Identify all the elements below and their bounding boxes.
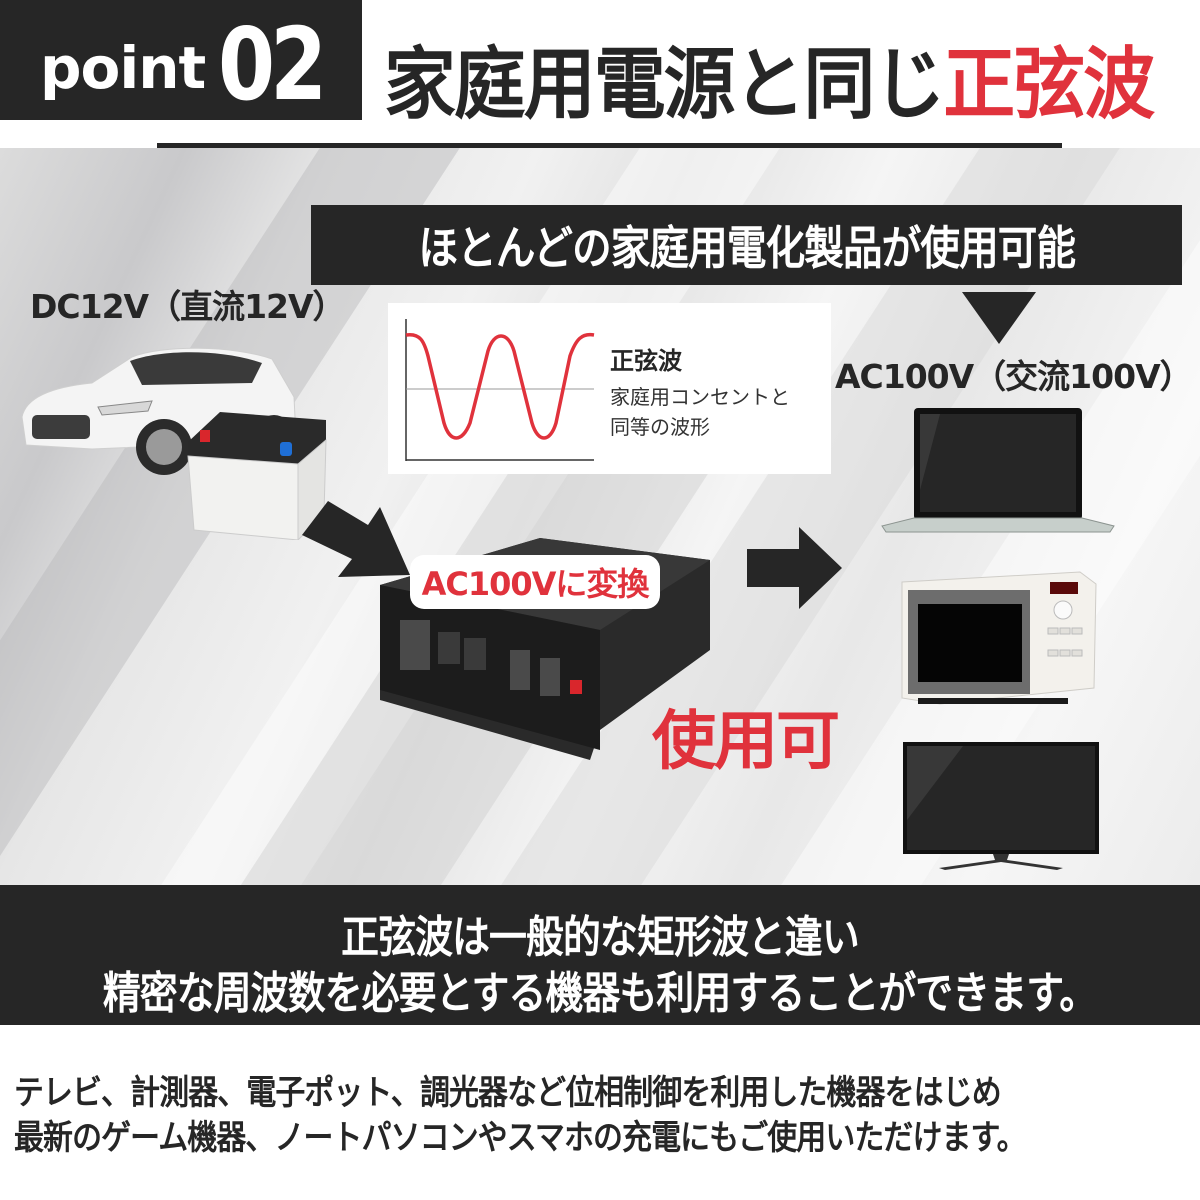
microwave-icon [901, 571, 1097, 705]
usable-label: 使用可 [652, 705, 840, 779]
dc-input-label: DC12V（直流12V） [30, 287, 346, 326]
down-arrow-icon [962, 292, 1036, 344]
compatibility-banner: ほとんどの家庭用電化製品が使用可能 [311, 205, 1182, 285]
tv-icon [903, 742, 1099, 870]
explanation-band: 正弦波は一般的な矩形波と違い 精密な周波数を必要とする機器も利用することができま… [0, 885, 1200, 1025]
footer-line2: 最新のゲーム機器、ノートパソコンやスマホの充電にもご使用いただけます。 [14, 1118, 1026, 1158]
sine-desc-line1: 家庭用コンセントと [610, 385, 790, 409]
laptop-icon [881, 408, 1115, 533]
title-underline [157, 143, 1062, 148]
explanation-line1: 正弦波は一般的な矩形波と違い [0, 901, 1200, 965]
arrow-down-right-icon [302, 501, 410, 577]
explanation-line2-text: 精密な周波数を必要とする機器も利用することができます。 [103, 968, 1097, 1019]
sine-wave-card: 正弦波 家庭用コンセントと 同等の波形 [388, 303, 831, 474]
ac-output-label: AC100V（交流100V） [835, 357, 1193, 396]
point-label: point [40, 34, 206, 102]
convert-text: AC100Vに変換 [421, 565, 650, 603]
title-main: 家庭用電源と同じ [384, 40, 945, 130]
point-label-box [0, 0, 362, 120]
sine-desc-line2: 同等の波形 [610, 415, 710, 439]
footer-line1: テレビ、計測器、電子ポット、調光器など位相制御を利用した機器をはじめ [14, 1073, 1002, 1113]
page-title: 家庭用電源と同じ正弦波 [384, 22, 1155, 134]
convert-badge: AC100Vに変換 [410, 555, 660, 609]
point-number: 02 [218, 6, 327, 123]
sine-wave-graph-icon [405, 319, 595, 461]
title-accent: 正弦波 [943, 40, 1155, 130]
banner-text: ほとんどの家庭用電化製品が使用可能 [418, 221, 1076, 275]
explanation-line1-text: 正弦波は一般的な矩形波と違い [341, 912, 860, 963]
arrow-right-icon [747, 527, 842, 609]
sine-title: 正弦波 [610, 347, 682, 375]
explanation-line2: 精密な周波数を必要とする機器も利用することができます。 [0, 957, 1200, 1021]
